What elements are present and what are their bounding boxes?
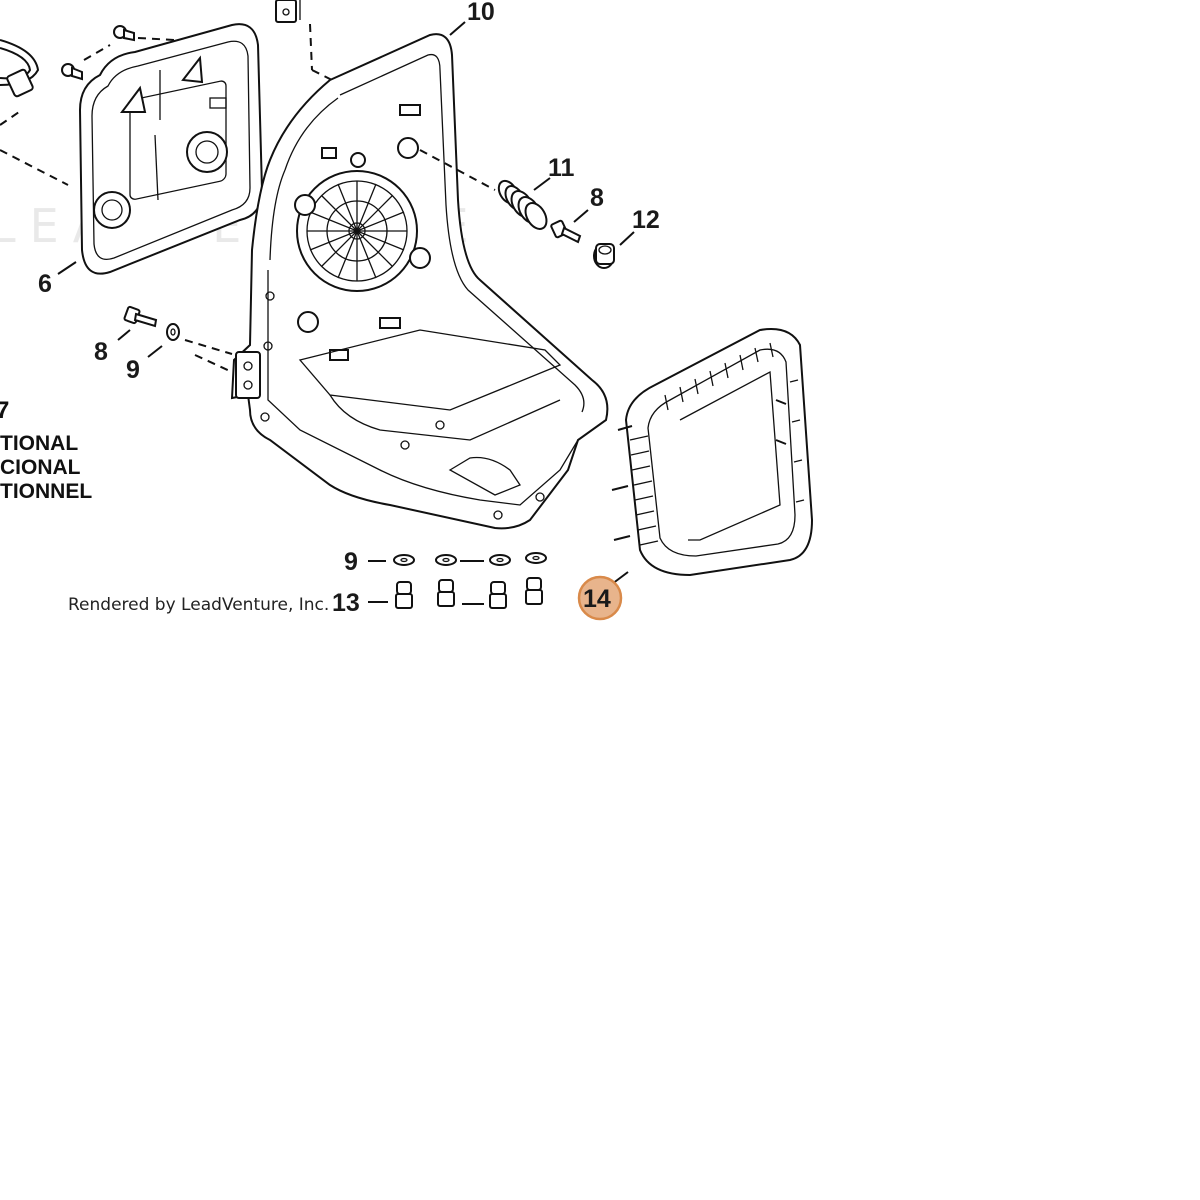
callout-10: 10 <box>467 0 495 26</box>
optional-note: 7 TIONAL CIONAL TIONNEL <box>0 397 92 503</box>
clip-part <box>275 0 337 83</box>
render-credit: Rendered by LeadVenture, Inc. <box>68 595 329 615</box>
optional-en: TIONAL <box>0 432 78 455</box>
callout-6: 6 <box>38 270 52 298</box>
optional-ref-number: 7 <box>0 397 9 424</box>
spring-part: 11 <box>419 149 575 230</box>
callout-12: 12 <box>632 206 660 234</box>
washer-9-left-part: 9 <box>126 323 233 384</box>
callout-9-bottom: 9 <box>344 548 358 576</box>
callout-11: 11 <box>548 154 575 182</box>
back-pad-part: 6 <box>38 23 264 298</box>
callout-8-lower: 8 <box>94 338 108 366</box>
frame-gasket-part: 14 <box>577 328 814 621</box>
callout-14: 14 <box>583 585 611 613</box>
screws-13-bottom: 13 <box>332 577 543 617</box>
push-rivet-parts <box>61 25 176 81</box>
strap-part <box>0 39 69 186</box>
nut-12-part: 12 <box>593 206 660 269</box>
callout-8-upper: 8 <box>590 184 604 212</box>
callout-9-left: 9 <box>126 356 140 384</box>
callout-13: 13 <box>332 589 360 617</box>
backplate-frame-part: 10 <box>230 0 609 530</box>
optional-es: CIONAL <box>0 456 81 479</box>
screw-8-lower-part: 8 <box>94 305 158 366</box>
highlight-callout-14 <box>577 575 623 621</box>
optional-fr: TIONNEL <box>0 480 92 503</box>
screw-8-upper-part: 8 <box>550 184 604 244</box>
washers-9-bottom: 9 <box>344 548 547 576</box>
